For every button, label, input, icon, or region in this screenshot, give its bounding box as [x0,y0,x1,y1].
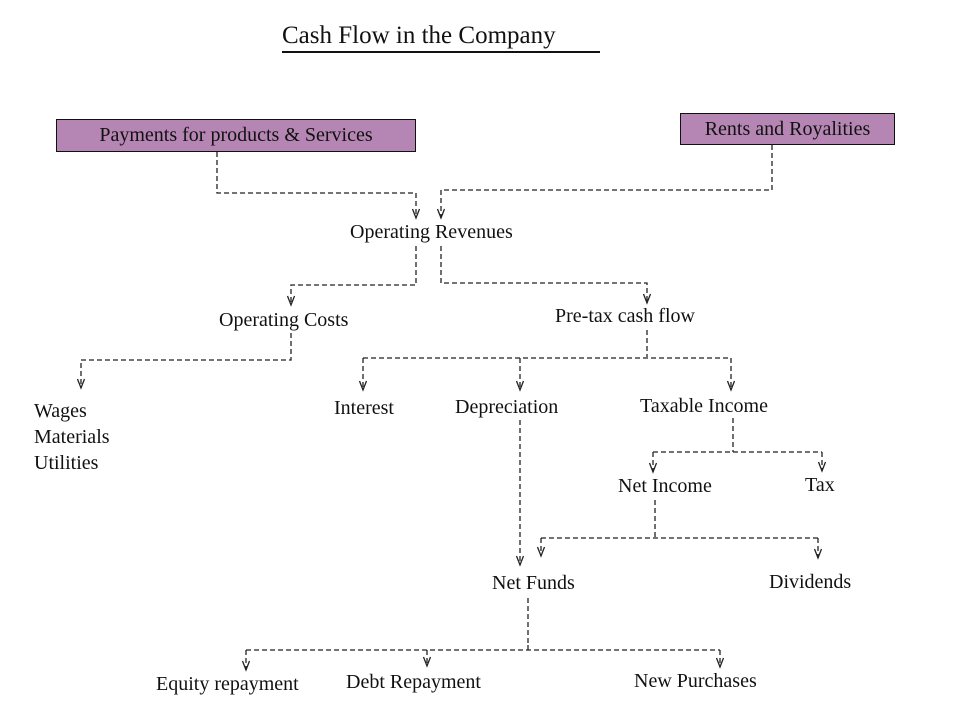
node-debt-repayment: Debt Repayment [346,671,481,693]
node-dividends: Dividends [769,571,852,593]
node-cost-items: Wages Materials Utilities [34,398,110,476]
diagram-title: Cash Flow in the Company [282,22,556,49]
connector-revenues-to-pretax [440,246,648,303]
connector-payments-to-revenues [216,152,417,218]
node-taxable-income: Taxable Income [640,395,768,417]
node-rents-label: Rents and Royalities [704,117,871,140]
connector-rents-to-revenues-arrowhead [436,208,446,220]
node-new-purchases: New Purchases [634,670,757,692]
connector-costs-to-items [80,333,292,388]
connector-pretax-to-depreciation-arrowhead [515,380,525,392]
connector-payments-to-revenues-arrowhead [411,208,421,220]
node-operating-costs: Operating Costs [219,309,349,331]
cost-item-utilities: Utilities [34,452,99,474]
cost-item-wages: Wages [34,400,87,422]
connector-pretax-to-interest-arrowhead [358,380,368,392]
node-payments: Payments for products & Services [56,119,416,152]
node-net-income: Net Income [618,475,712,497]
connector-revenues-to-costs [290,246,417,305]
connector-rents-to-revenues [440,145,773,218]
connector-netincome-to-netfunds-arrowhead [536,546,546,558]
node-tax: Tax [805,474,835,496]
node-payments-label: Payments for products & Services [99,124,373,146]
connector-netfunds-to-purchases-arrowhead [715,657,725,669]
connector-netfunds-to-equity-arrowhead [241,660,251,672]
node-equity-repayment: Equity repayment [156,673,299,695]
connector-taxable-arrow-tax-arrowhead [817,461,827,473]
connector-depreciation-to-netfunds-arrowhead [515,555,525,567]
connector-netincome-to-dividends-arrowhead [813,548,823,560]
title-underline [282,51,600,53]
node-rents: Rents and Royalities [680,113,895,145]
connector-taxable-arrow-netincome-arrowhead [648,462,658,474]
node-pretax-cash-flow: Pre-tax cash flow [555,305,695,327]
connector-pretax-to-taxable-arrowhead [726,380,736,392]
node-net-funds: Net Funds [492,572,575,594]
cost-item-materials: Materials [34,426,110,448]
node-interest: Interest [334,397,394,419]
connector-revenues-to-pretax-arrowhead [642,293,652,305]
connector-revenues-to-costs-arrowhead [286,295,296,307]
connector-netfunds-to-debt-arrowhead [422,656,432,668]
node-operating-revenues: Operating Revenues [350,221,513,243]
connector-costs-to-items-arrowhead [76,378,86,390]
node-depreciation: Depreciation [455,396,559,418]
